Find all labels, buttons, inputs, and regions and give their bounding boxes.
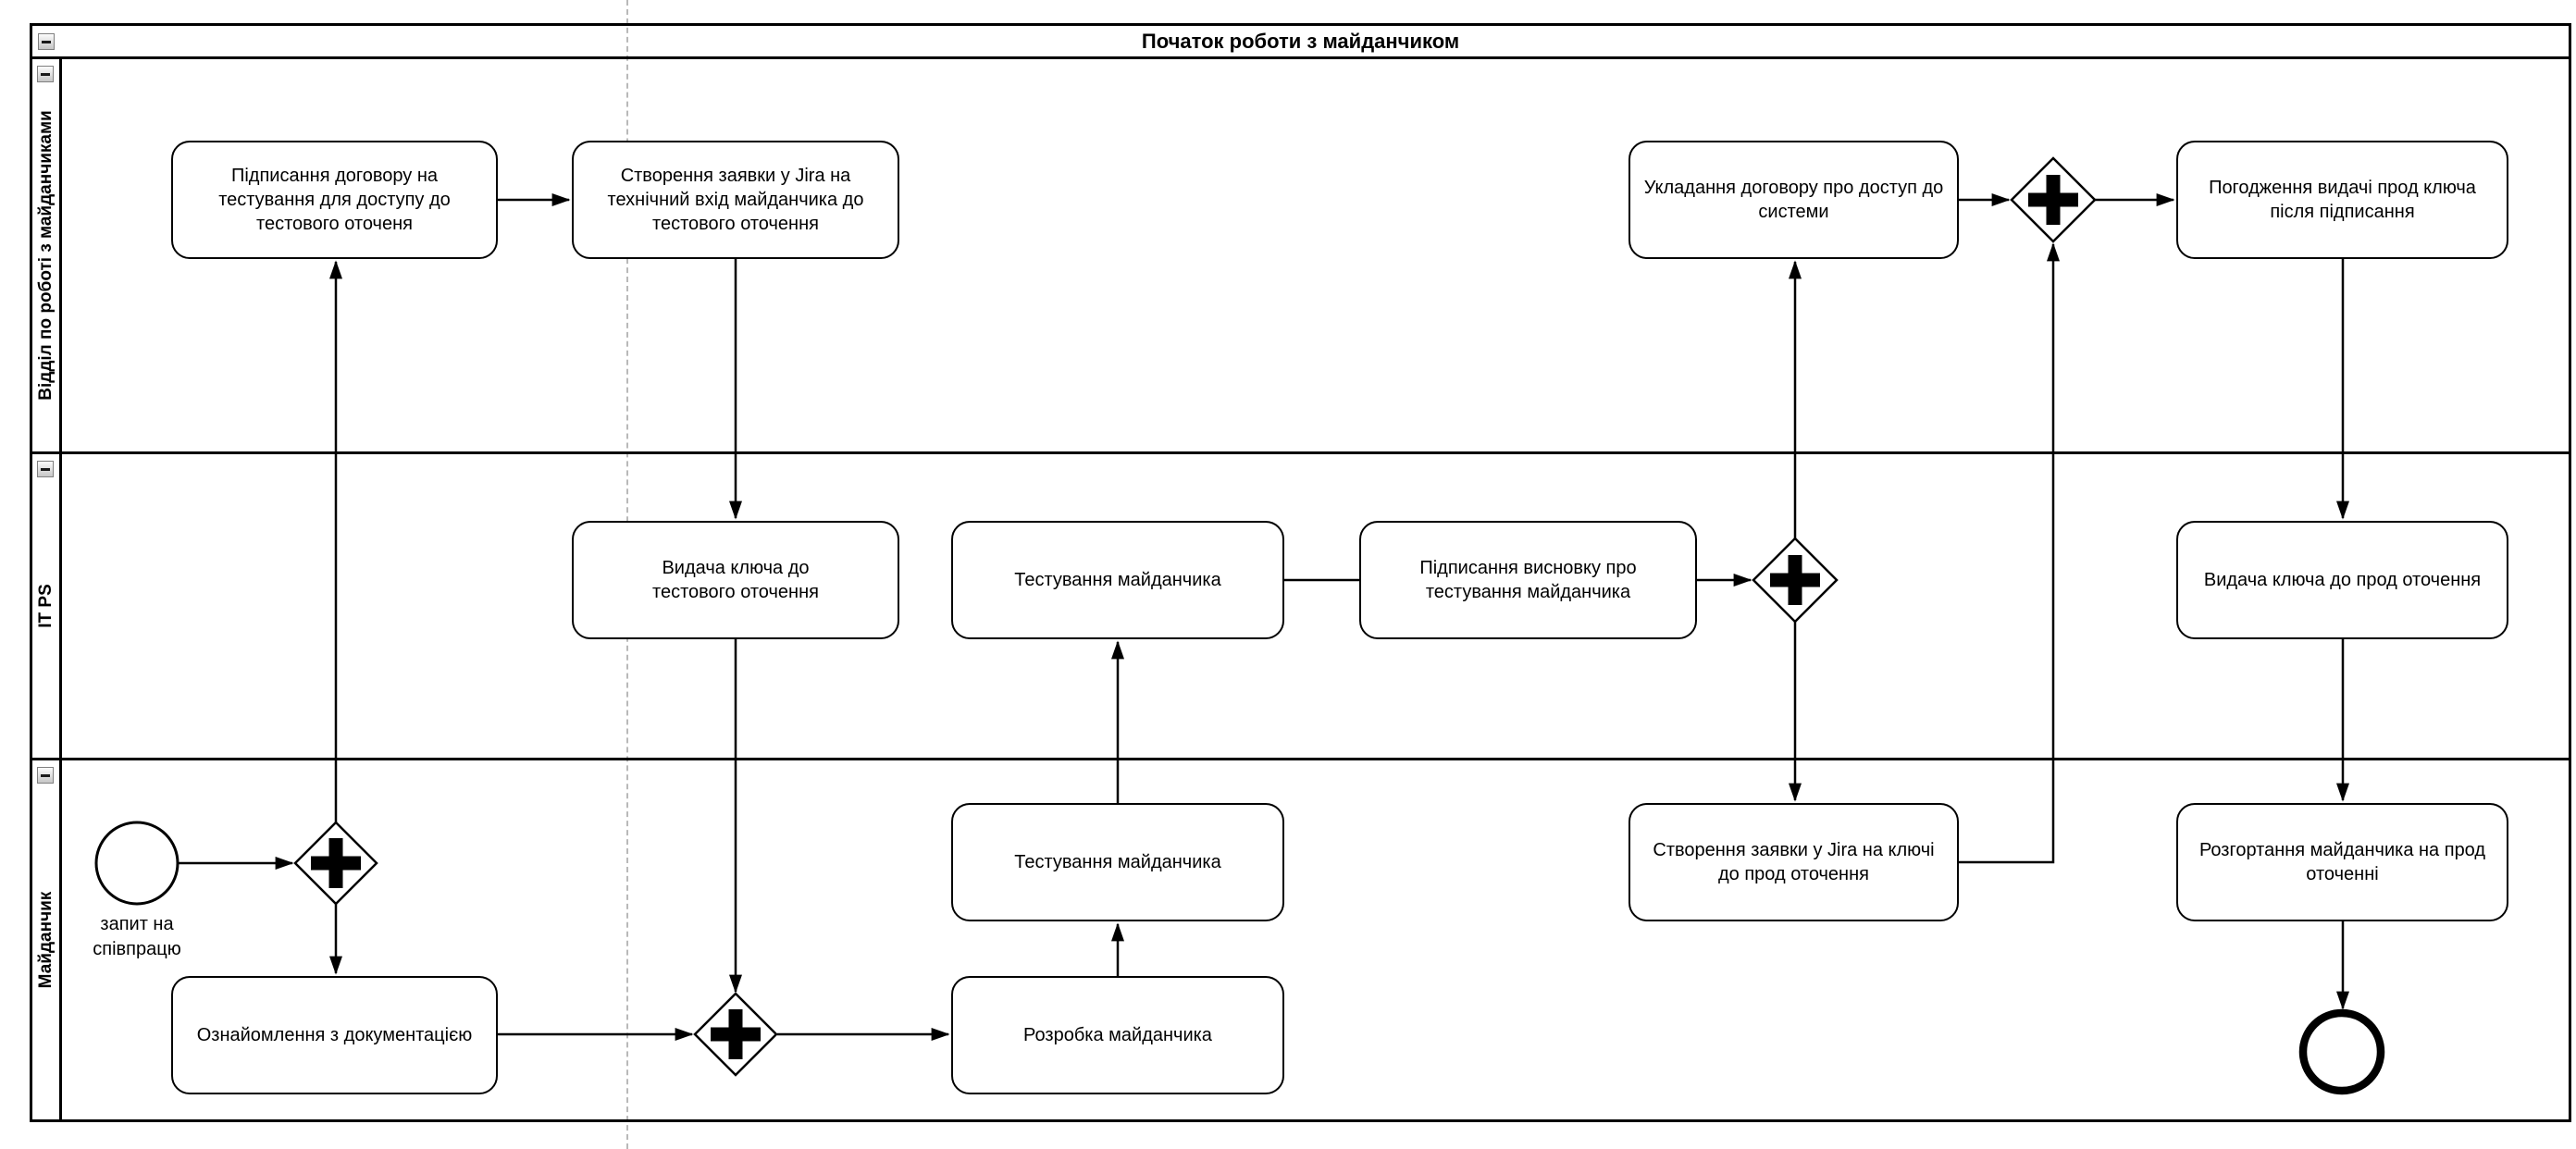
collapse-icon[interactable] xyxy=(37,461,54,477)
task-sign-test-conclusion[interactable]: Підписання висновку про тестування майда… xyxy=(1359,521,1697,639)
task-deploy-prod[interactable]: Розгортання майданчика на прод оточенні xyxy=(2176,803,2508,921)
parallel-gateway-start[interactable] xyxy=(293,821,378,906)
task-testing-platform[interactable]: Тестування майданчика xyxy=(951,803,1284,921)
gateway-plus-icon xyxy=(311,838,361,888)
parallel-gateway-develop[interactable] xyxy=(693,992,778,1077)
start-event-label: запит на співпрацю xyxy=(93,914,181,959)
task-jira-tech-entry[interactable]: Створення заявки у Jira на технічний вхі… xyxy=(572,141,899,259)
bpmn-pool: Початок роботи з майданчиком Відділ по р… xyxy=(30,23,2571,1122)
task-issue-test-key[interactable]: Видача ключа до тестового оточення xyxy=(572,521,899,639)
lane-header: Майданчик xyxy=(32,760,62,1119)
parallel-gateway-top[interactable] xyxy=(2010,156,2097,243)
gateway-plus-icon xyxy=(711,1009,761,1059)
lane-header: Відділ по роботі з майданчиками xyxy=(32,59,62,451)
task-testing-itps[interactable]: Тестування майданчика xyxy=(951,521,1284,639)
lane-maydanchyk: Майданчик xyxy=(32,760,2569,1119)
task-system-access-contract[interactable]: Укладання договору про доступ до системи xyxy=(1629,141,1959,259)
task-develop-platform[interactable]: Розробка майданчика xyxy=(951,976,1284,1094)
minus-icon xyxy=(41,467,50,471)
task-approve-prod-key[interactable]: Погодження видачі прод ключа після підпи… xyxy=(2176,141,2508,259)
lane-itps: IT PS xyxy=(32,454,2569,760)
pool-header: Початок роботи з майданчиком xyxy=(32,26,2569,59)
minus-icon xyxy=(41,773,50,777)
collapse-icon[interactable] xyxy=(37,767,54,784)
lane-viddil: Відділ по роботі з майданчиками xyxy=(32,59,2569,454)
task-sign-test-contract[interactable]: Підписання договору на тестування для до… xyxy=(171,141,498,259)
task-issue-prod-key[interactable]: Видача ключа до прод оточення xyxy=(2176,521,2508,639)
gateway-plus-icon xyxy=(2028,175,2078,225)
lane-header: IT PS xyxy=(32,454,62,758)
end-event-circle[interactable] xyxy=(2298,1008,2385,1095)
minus-icon xyxy=(41,72,50,76)
task-read-docs[interactable]: Ознайомлення з документацією xyxy=(171,976,498,1094)
flow-jira-keys-to-gateway xyxy=(1959,242,2060,864)
pool-title: Початок роботи з майданчиком xyxy=(1141,29,1460,53)
start-event-circle[interactable] xyxy=(94,821,180,906)
collapse-icon[interactable] xyxy=(38,33,55,50)
minus-icon xyxy=(42,40,51,43)
gateway-plus-icon xyxy=(1770,555,1820,605)
parallel-gateway-itps[interactable] xyxy=(1752,537,1839,624)
collapse-icon[interactable] xyxy=(37,66,54,82)
task-jira-prod-keys[interactable]: Створення заявки у Jira на ключі до прод… xyxy=(1629,803,1959,921)
